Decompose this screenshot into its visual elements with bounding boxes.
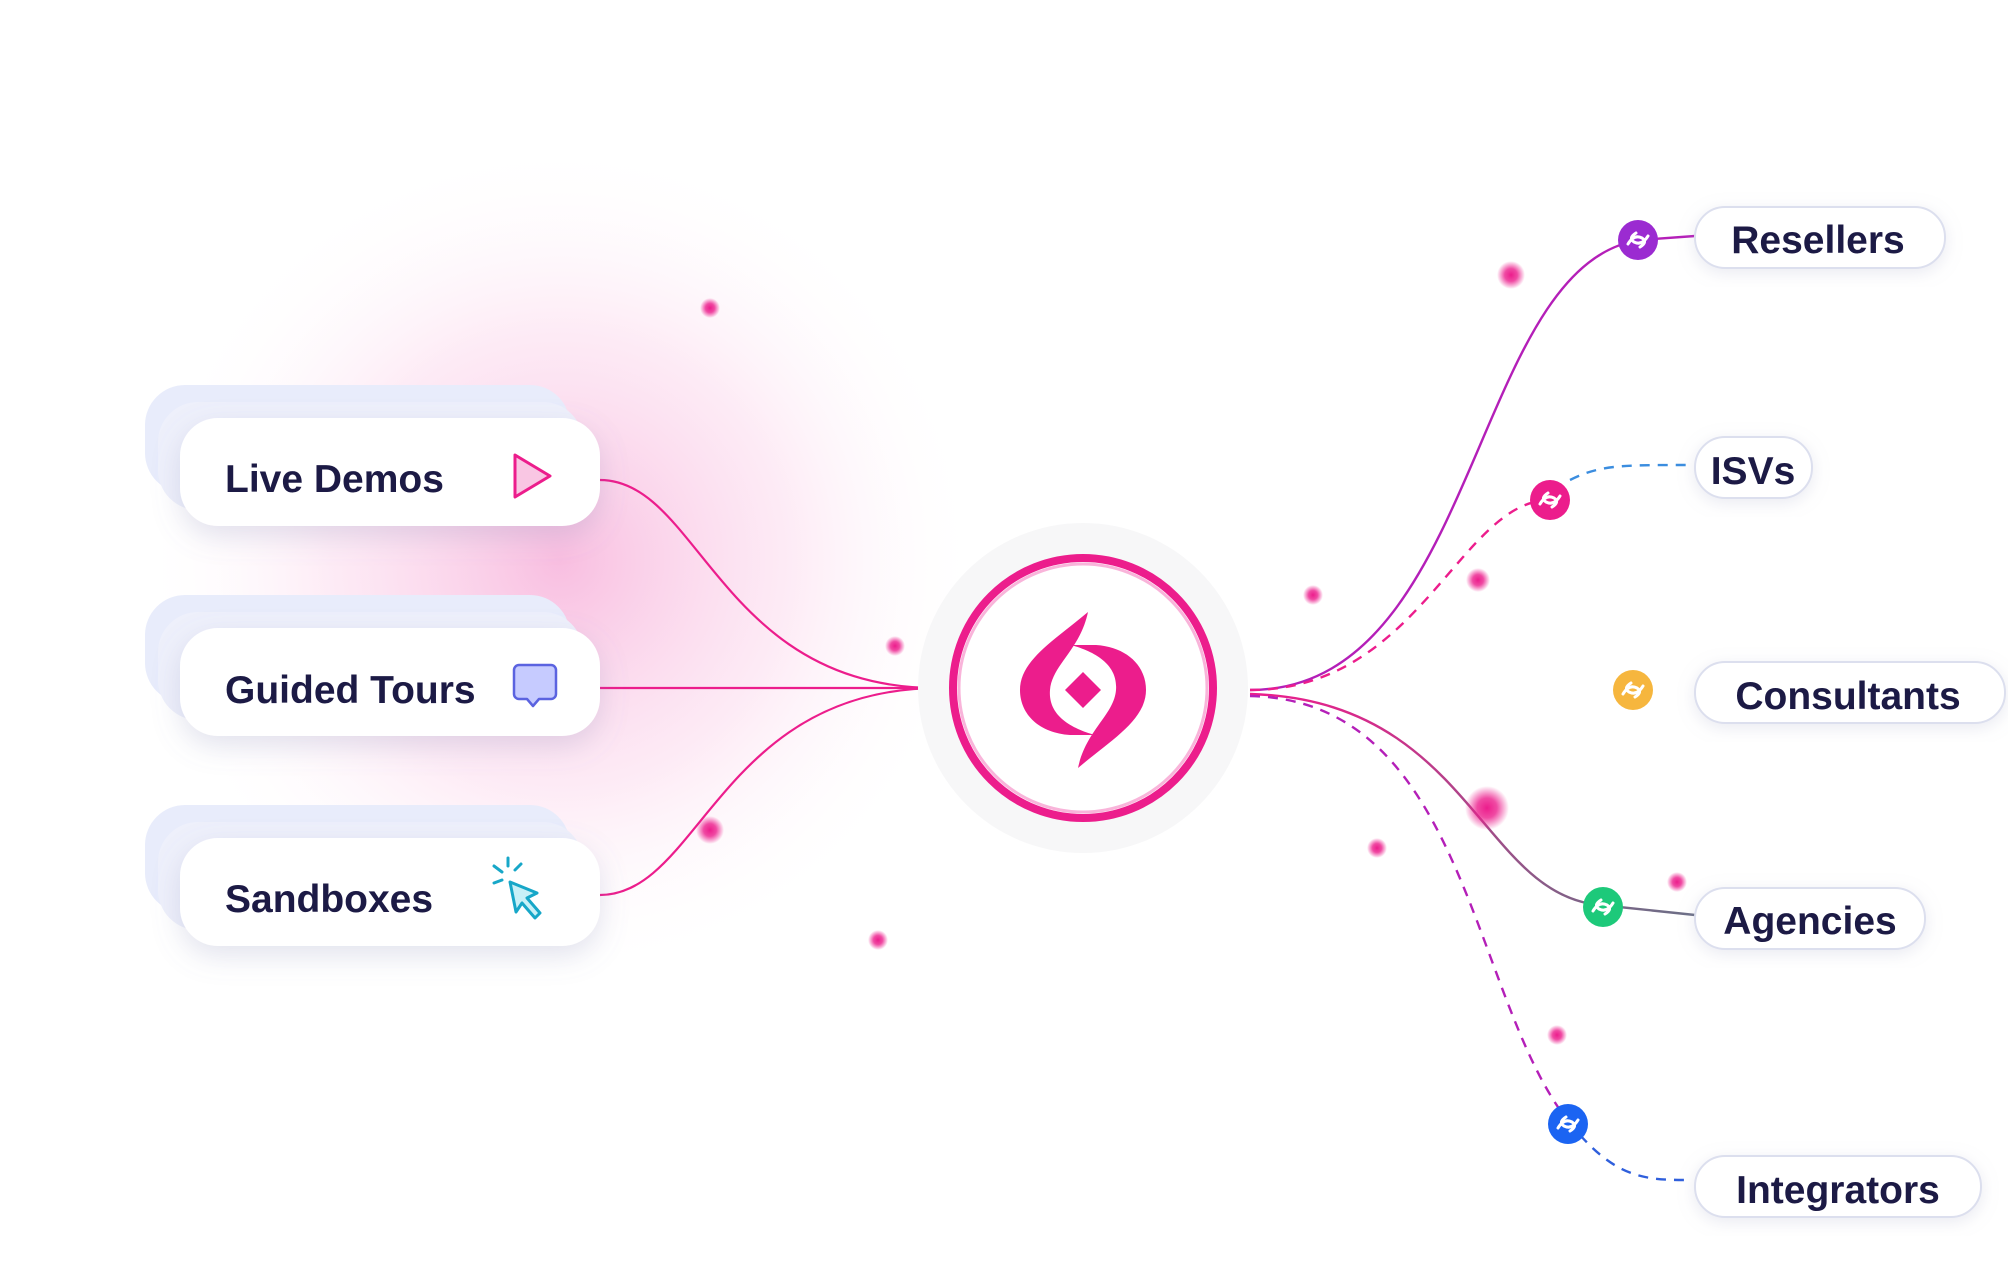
link-icon: [1583, 887, 1623, 927]
card-face: [180, 418, 600, 526]
card-label: Sandboxes: [225, 878, 433, 921]
node-label: Resellers: [1731, 219, 1904, 262]
link-glyph: [1591, 898, 1615, 916]
card-label: Guided Tours: [225, 669, 476, 712]
connector-live-demos: [599, 478, 941, 690]
node-resellers[interactable]: Resellers: [1618, 206, 1946, 269]
hub-logo-icon: [1020, 612, 1146, 768]
link-glyph: [1556, 1115, 1580, 1133]
node-pill: [1694, 206, 1946, 269]
link-icon: [1618, 220, 1658, 260]
glow-dot: [1367, 838, 1387, 858]
scattered-dots: [696, 261, 1687, 1045]
link-glyph: [1626, 231, 1650, 249]
glow-dot: [700, 298, 720, 318]
node-label: ISVs: [1711, 450, 1796, 493]
card-label: Live Demos: [225, 458, 444, 501]
node-agencies[interactable]: Agencies: [1583, 887, 1926, 950]
cursor-click-icon: [492, 856, 542, 920]
glow-dot: [868, 930, 888, 950]
background-glow: [140, 140, 980, 980]
link-glyph: [1621, 681, 1645, 699]
link-icon: [1530, 480, 1570, 520]
hub-inner-ring: [957, 562, 1209, 814]
node-label: Agencies: [1723, 900, 1896, 943]
link-glyph: [1538, 491, 1562, 509]
glow-dot: [1547, 1025, 1567, 1045]
glow-dot: [1466, 568, 1490, 592]
node-pill: [1694, 887, 1926, 950]
glow-dot: [885, 636, 905, 656]
node-label: Consultants: [1735, 675, 1960, 718]
glow-dot: [1465, 786, 1509, 830]
connector-integrators-a: [1249, 694, 1561, 1111]
glow-dot: [696, 816, 724, 844]
node-pill: [1694, 1155, 1982, 1218]
card-face: [180, 628, 600, 736]
play-icon: [513, 453, 552, 499]
node-pill: [1694, 661, 2006, 724]
link-icon: [1613, 670, 1653, 710]
connector-isvs-a: [1249, 498, 1551, 692]
connector-integrators-b: [1579, 1134, 1691, 1182]
glow-dot: [1497, 261, 1525, 289]
link-icon: [1548, 1104, 1588, 1144]
node-pill: [1694, 436, 1813, 499]
right-connectors: [1249, 234, 1696, 1182]
node-consultants[interactable]: Consultants: [1613, 661, 2006, 724]
connector-sandboxes: [599, 686, 941, 897]
node-label: Integrators: [1736, 1169, 1940, 1212]
node-isvs[interactable]: ISVs: [1530, 436, 1813, 520]
glow-dot: [1303, 585, 1323, 605]
chat-bubble-icon: [512, 663, 558, 708]
card-live-demos[interactable]: Live Demos: [145, 385, 600, 526]
glow-dot: [1667, 872, 1687, 892]
connector-isvs-b: [1569, 463, 1691, 482]
card-sandboxes[interactable]: Sandboxes: [145, 805, 600, 946]
node-integrators[interactable]: Integrators: [1548, 1104, 1982, 1218]
card-guided-tours[interactable]: Guided Tours: [145, 595, 600, 736]
left-connectors: [599, 478, 941, 897]
connector-resellers: [1249, 234, 1696, 692]
center-hub[interactable]: [918, 523, 1248, 853]
